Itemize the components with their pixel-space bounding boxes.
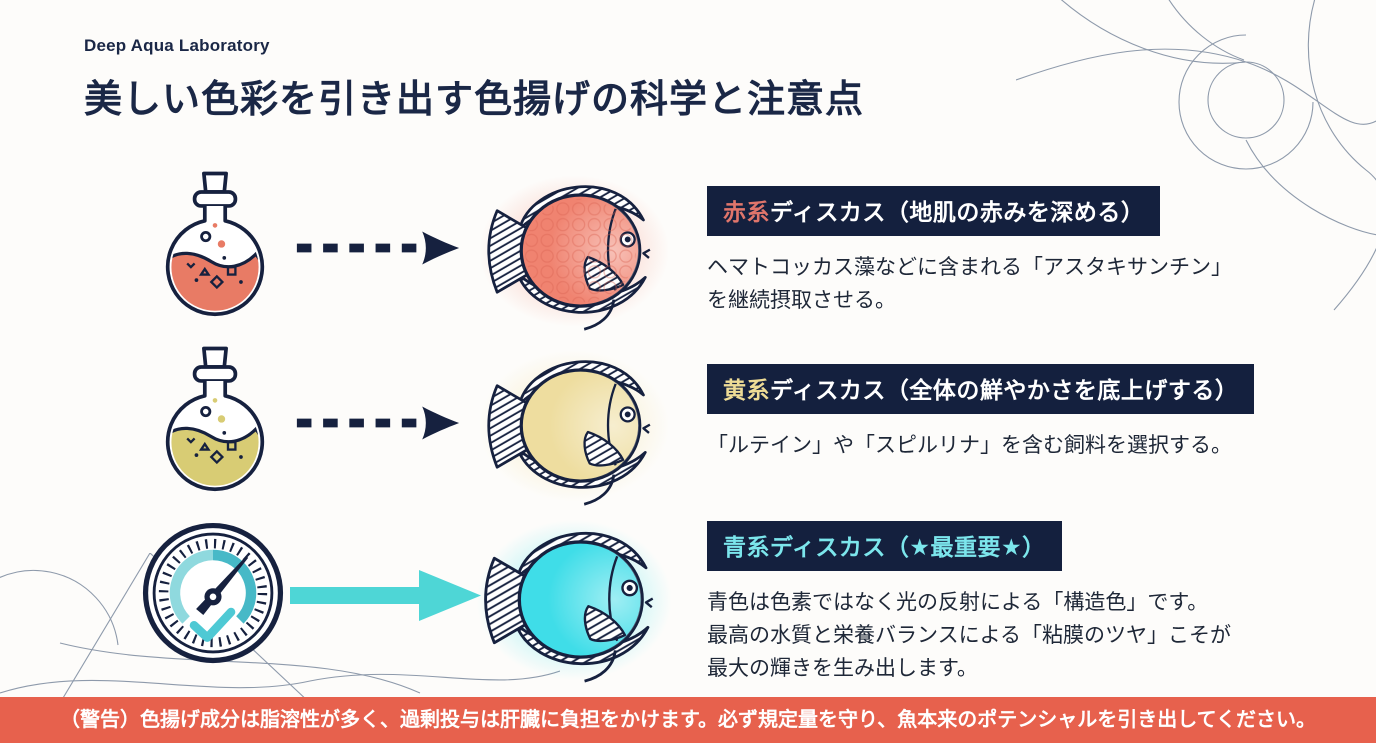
section-red-discus: 赤系ディスカス（地肌の赤みを深める） ヘマトコッカス藻などに含まれる「アスタキサ…	[707, 186, 1232, 317]
red-discus-heading: 赤系ディスカス（地肌の赤みを深める）	[707, 186, 1161, 236]
yellow-discus-heading: 黄系ディスカス（全体の鮮やかさを底上げする）	[707, 364, 1255, 414]
heading-rest: ディスカス（地肌の赤みを深める）	[770, 199, 1145, 225]
red-discus-fish	[452, 154, 696, 348]
solid-arrow-icon	[290, 570, 481, 621]
heading-rest: ディスカス（全体の鮮やかさを底上げする）	[770, 377, 1239, 403]
water-quality-gauge-icon	[142, 522, 284, 664]
blue-discus-body: 青色は色素ではなく光の反射による「構造色」です。 最高の水質と栄養バランスによる…	[707, 586, 1231, 685]
body-line: ヘマトコッカス藻などに含まれる「アスタキサンチン」	[707, 256, 1232, 279]
heading-accent: 青系ディスカス（★最重要★）	[723, 534, 1046, 560]
body-line: を継続摂取させる。	[707, 289, 896, 312]
dashed-arrow-icon	[293, 228, 463, 268]
red-potion-flask-icon	[150, 167, 280, 320]
yellow-potion-flask-icon	[150, 342, 280, 495]
section-yellow-discus: 黄系ディスカス（全体の鮮やかさを底上げする） 「ルテイン」や「スピルリナ」を含む…	[707, 364, 1255, 462]
heading-accent: 黄系	[723, 377, 770, 403]
body-line: 青色は色素ではなく光の反射による「構造色」です。	[707, 591, 1209, 614]
body-line: 最大の輝きを生み出します。	[707, 657, 978, 680]
section-blue-discus: 青系ディスカス（★最重要★） 青色は色素ではなく光の反射による「構造色」です。 …	[707, 521, 1231, 685]
body-line: 「ルテイン」や「スピルリナ」を含む飼料を選択する。	[707, 434, 1232, 457]
page-title: 美しい色彩を引き出す色揚げの科学と注意点	[84, 79, 865, 121]
red-discus-body: ヘマトコッカス藻などに含まれる「アスタキサンチン」 を継続摂取させる。	[707, 251, 1232, 317]
blue-discus-heading: 青系ディスカス（★最重要★）	[707, 521, 1062, 571]
dashed-arrow-icon	[293, 403, 463, 443]
brand-label: Deep Aqua Laboratory	[84, 36, 270, 55]
warning-banner: （警告）色揚げ成分は脂溶性が多く、過剰投与は肝臓に負担をかけます。必ず規定量を守…	[0, 697, 1376, 743]
body-line: 最高の水質と栄養バランスによる「粘膜のツヤ」こそが	[707, 624, 1231, 647]
yellow-discus-body: 「ルテイン」や「スピルリナ」を含む飼料を選択する。	[707, 429, 1254, 462]
blue-discus-fish	[452, 500, 696, 700]
yellow-discus-fish	[452, 329, 696, 523]
heading-accent: 赤系	[723, 199, 770, 225]
